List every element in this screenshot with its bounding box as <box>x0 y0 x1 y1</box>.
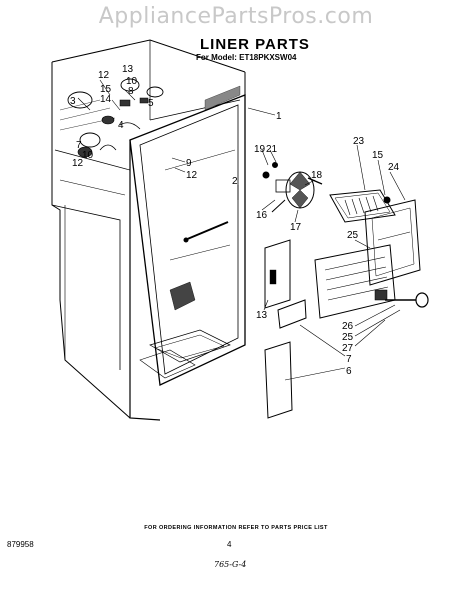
callout-13: 13 <box>122 64 134 75</box>
page-title: LINER PARTS <box>200 36 310 53</box>
callout-12c: 12 <box>186 170 198 181</box>
callout-13b: 13 <box>256 310 268 321</box>
callout-7b: 7 <box>346 354 352 365</box>
callout-labels: 12 13 10 3 15 14 8 5 4 7 10 12 1 9 12 2 … <box>70 64 400 377</box>
callout-19: 19 <box>254 144 266 155</box>
callout-18: 18 <box>311 170 323 181</box>
callout-10: 10 <box>126 76 138 87</box>
callout-8: 8 <box>128 86 134 97</box>
page-number: 4 <box>227 540 232 549</box>
callout-2: 2 <box>232 176 238 187</box>
callout-25b: 25 <box>342 332 354 343</box>
callout-26: 26 <box>342 321 354 332</box>
evaporator-cover <box>314 189 429 319</box>
liner-body <box>51 39 246 421</box>
callout-1: 1 <box>276 111 282 122</box>
ordering-note: FOR ORDERING INFORMATION REFER TO PARTS … <box>144 525 328 531</box>
model-line: For Model: ET18PKXSW04 <box>196 53 297 62</box>
callout-14: 14 <box>100 94 112 105</box>
handwritten-code: 765-G-4 <box>214 560 247 569</box>
callout-6: 6 <box>346 366 352 377</box>
callout-23: 23 <box>353 136 365 147</box>
callout-10b: 10 <box>82 150 94 161</box>
document-code: 879958 <box>7 540 34 549</box>
callout-25: 25 <box>347 230 359 241</box>
callout-12b: 12 <box>72 158 84 169</box>
top-components <box>67 78 164 158</box>
callout-16: 16 <box>256 210 268 221</box>
fan-assembly <box>262 162 323 213</box>
callout-24: 24 <box>388 162 400 173</box>
leader-lines <box>77 79 406 381</box>
callout-4: 4 <box>118 120 124 131</box>
liner-pieces <box>264 239 307 419</box>
callout-7: 7 <box>76 140 82 151</box>
callout-15b: 15 <box>372 150 384 161</box>
callout-21: 21 <box>266 144 278 155</box>
callout-17: 17 <box>290 222 302 233</box>
callout-12: 12 <box>98 70 110 81</box>
callout-9: 9 <box>186 158 192 169</box>
callout-15: 15 <box>100 84 112 95</box>
callout-27: 27 <box>342 343 354 354</box>
watermark: AppliancePartsPros.com <box>98 4 374 29</box>
callout-3: 3 <box>70 96 76 107</box>
callout-5: 5 <box>148 98 154 109</box>
